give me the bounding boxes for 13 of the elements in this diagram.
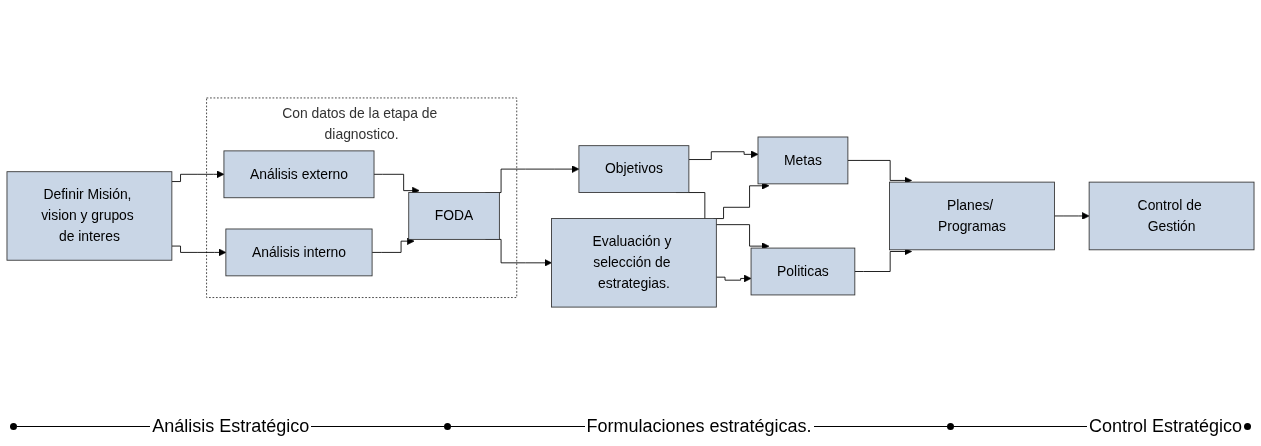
node-box: Politicas <box>750 248 856 296</box>
node-box: FODA <box>408 192 500 241</box>
node-box: Evaluación y selección de estrategias. <box>551 218 717 308</box>
phase-label: Análisis Estratégico <box>151 415 311 437</box>
node-box: Análisis externo <box>223 150 375 199</box>
node-box: Análisis interno <box>225 229 373 277</box>
node-box: Planes/ Programas <box>889 182 1055 251</box>
phase-label: Formulaciones estratégicas. <box>585 415 813 437</box>
node-box: Definir Misión, vision y grupos de interes <box>6 171 173 262</box>
node-box: Metas <box>757 137 849 185</box>
node-box: Objetivos <box>578 145 690 194</box>
node-box: Control de Gestión <box>1088 182 1255 251</box>
phase-label: Control Estratégico <box>1087 415 1243 437</box>
